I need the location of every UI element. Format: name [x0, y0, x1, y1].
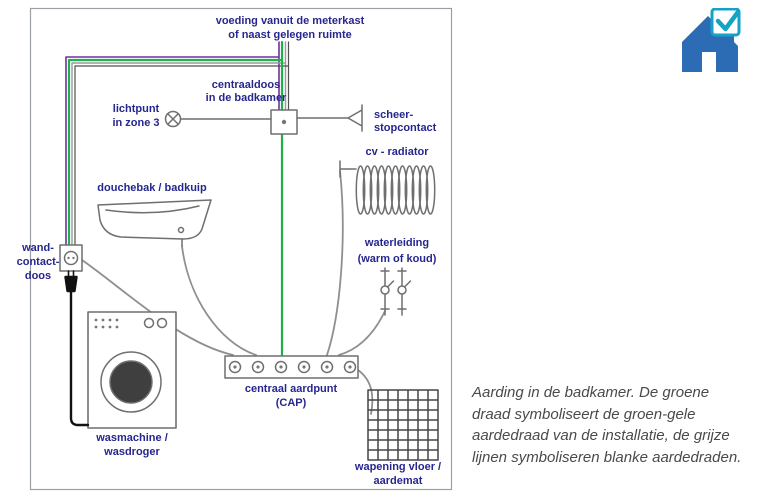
- fixtures: [59, 104, 436, 429]
- panel-button-dot: [101, 325, 105, 329]
- panel-button-dot: [94, 318, 98, 322]
- label-douchebak: douchebak / badkuip: [97, 182, 207, 194]
- radiator-coil-loop: [418, 165, 429, 215]
- terminal-screw: [348, 365, 352, 369]
- panel-button-dot: [101, 318, 105, 322]
- label-scheerstopcontact-2: stopcontact: [374, 122, 437, 134]
- shaver-socket-symbol: [347, 104, 363, 132]
- logo-check-icon: [715, 9, 741, 32]
- terminal-screw: [279, 365, 283, 369]
- diagram-labels: voeding vanuit de meterkast of naast gel…: [17, 15, 441, 487]
- label-scheerstopcontact-1: scheer-: [374, 109, 413, 121]
- terminal-screw: [325, 365, 329, 369]
- radiator-coil-loop: [411, 165, 422, 215]
- label-waterleiding-2: (warm of koud): [358, 253, 437, 265]
- radiator-coil-loop: [404, 165, 415, 215]
- green-earth-wire-path: [67, 40, 284, 360]
- socket-hole: [72, 256, 75, 260]
- machine-knob: [156, 317, 168, 329]
- label-voeding-2: of naast gelegen ruimte: [228, 29, 351, 41]
- supply-wire-purple: [65, 41, 280, 246]
- radiator-coil-loop: [369, 165, 380, 215]
- radiator-coil-loop: [425, 165, 436, 215]
- bathroom-earthing-diagram: voeding vanuit de meterkast of naast gel…: [17, 7, 453, 491]
- radiator-coil-loop: [397, 165, 408, 215]
- pipe-valve: [380, 285, 390, 295]
- label-centraaldoos-2: in de badkamer: [206, 92, 287, 104]
- valve-handles: [386, 280, 412, 288]
- caption-line: lijnen symboliseren blanke aardedraden.: [472, 448, 742, 466]
- label-lichtpunt-1: lichtpunt: [113, 103, 160, 115]
- cord-line: [69, 289, 90, 427]
- pipe-valve: [397, 285, 407, 295]
- label-centraaldoos-1: centraaldoos: [212, 79, 280, 91]
- label-centraal-aardpunt-2: (CAP): [276, 397, 307, 409]
- terminal-screw: [256, 365, 260, 369]
- central-earth-point-strip: [224, 355, 359, 379]
- panel-button-dot: [108, 325, 112, 329]
- radiator-coil-loop: [390, 165, 401, 215]
- panel-button-dot: [115, 318, 119, 322]
- logo-svg: [682, 7, 741, 72]
- panel-button-dot: [94, 325, 98, 329]
- radiator-coil-loop: [355, 165, 366, 215]
- label-wapening-2: aardemat: [374, 475, 423, 487]
- earth-wire-radiator-to-cap: [326, 170, 344, 356]
- radiator-inlet-pipe: [339, 160, 357, 178]
- power-cord: [64, 270, 90, 427]
- caption-line: Aarding in de badkamer. De groene: [472, 384, 710, 401]
- label-wandcontactdoos-2: contact-: [17, 256, 60, 268]
- earth-wire-green: [67, 40, 284, 360]
- company-logo: [678, 7, 742, 76]
- dark-wire-path: [74, 41, 290, 246]
- caption-line: aardedraad van de installatie, de grijze: [472, 427, 730, 444]
- radiator-coil-loop: [376, 165, 387, 215]
- lamp-cross: [167, 113, 179, 125]
- tub-drain: [177, 226, 185, 234]
- wall-socket-face: [63, 250, 79, 266]
- logo-check-box: [710, 7, 741, 37]
- terminal-screw: [233, 365, 237, 369]
- label-centraal-aardpunt-1: centraal aardpunt: [245, 383, 338, 395]
- gray-wire-path: [71, 41, 287, 246]
- radiator-coil-loop: [383, 165, 394, 215]
- radiator-coil-loop: [362, 165, 373, 215]
- label-waterleiding-1: waterleiding: [364, 237, 429, 249]
- earth-wire-pipes-to-cap: [338, 310, 386, 356]
- terminal-screw: [302, 365, 306, 369]
- machine-knob: [143, 317, 155, 329]
- plug-body: [64, 275, 78, 293]
- label-wandcontactdoos-3: doos: [25, 270, 51, 282]
- label-wasmachine-2: wasdroger: [103, 446, 160, 458]
- purple-wire-path: [65, 41, 280, 246]
- panel-button-dot: [108, 318, 112, 322]
- panel-button-dot: [115, 325, 119, 329]
- socket-hole: [67, 256, 70, 260]
- label-voeding-1: voeding vanuit de meterkast: [216, 15, 365, 27]
- label-wapening-1: wapening vloer /: [354, 461, 441, 473]
- supply-wire-dark: [74, 41, 290, 246]
- grid-lines: [367, 389, 439, 461]
- label-cv-radiator: cv - radiator: [366, 146, 430, 158]
- junction-box-dot: [281, 119, 287, 125]
- tub-inner-rim: [105, 205, 200, 214]
- floor-reinforcement-grid: [367, 389, 439, 461]
- shower-tub: [97, 199, 212, 240]
- label-wasmachine-1: wasmachine /: [95, 432, 168, 444]
- label-lichtpunt-2: in zone 3: [112, 117, 159, 129]
- image-caption: Aarding in de badkamer. De groene draad …: [472, 382, 768, 468]
- machine-door-inner: [109, 360, 153, 404]
- supply-wire-gray: [71, 41, 287, 246]
- label-wandcontactdoos-1: wand-: [21, 242, 54, 254]
- earth-wire-tub-to-cap: [181, 245, 257, 356]
- caption-line: draad symboliseert de groen-gele: [472, 405, 696, 423]
